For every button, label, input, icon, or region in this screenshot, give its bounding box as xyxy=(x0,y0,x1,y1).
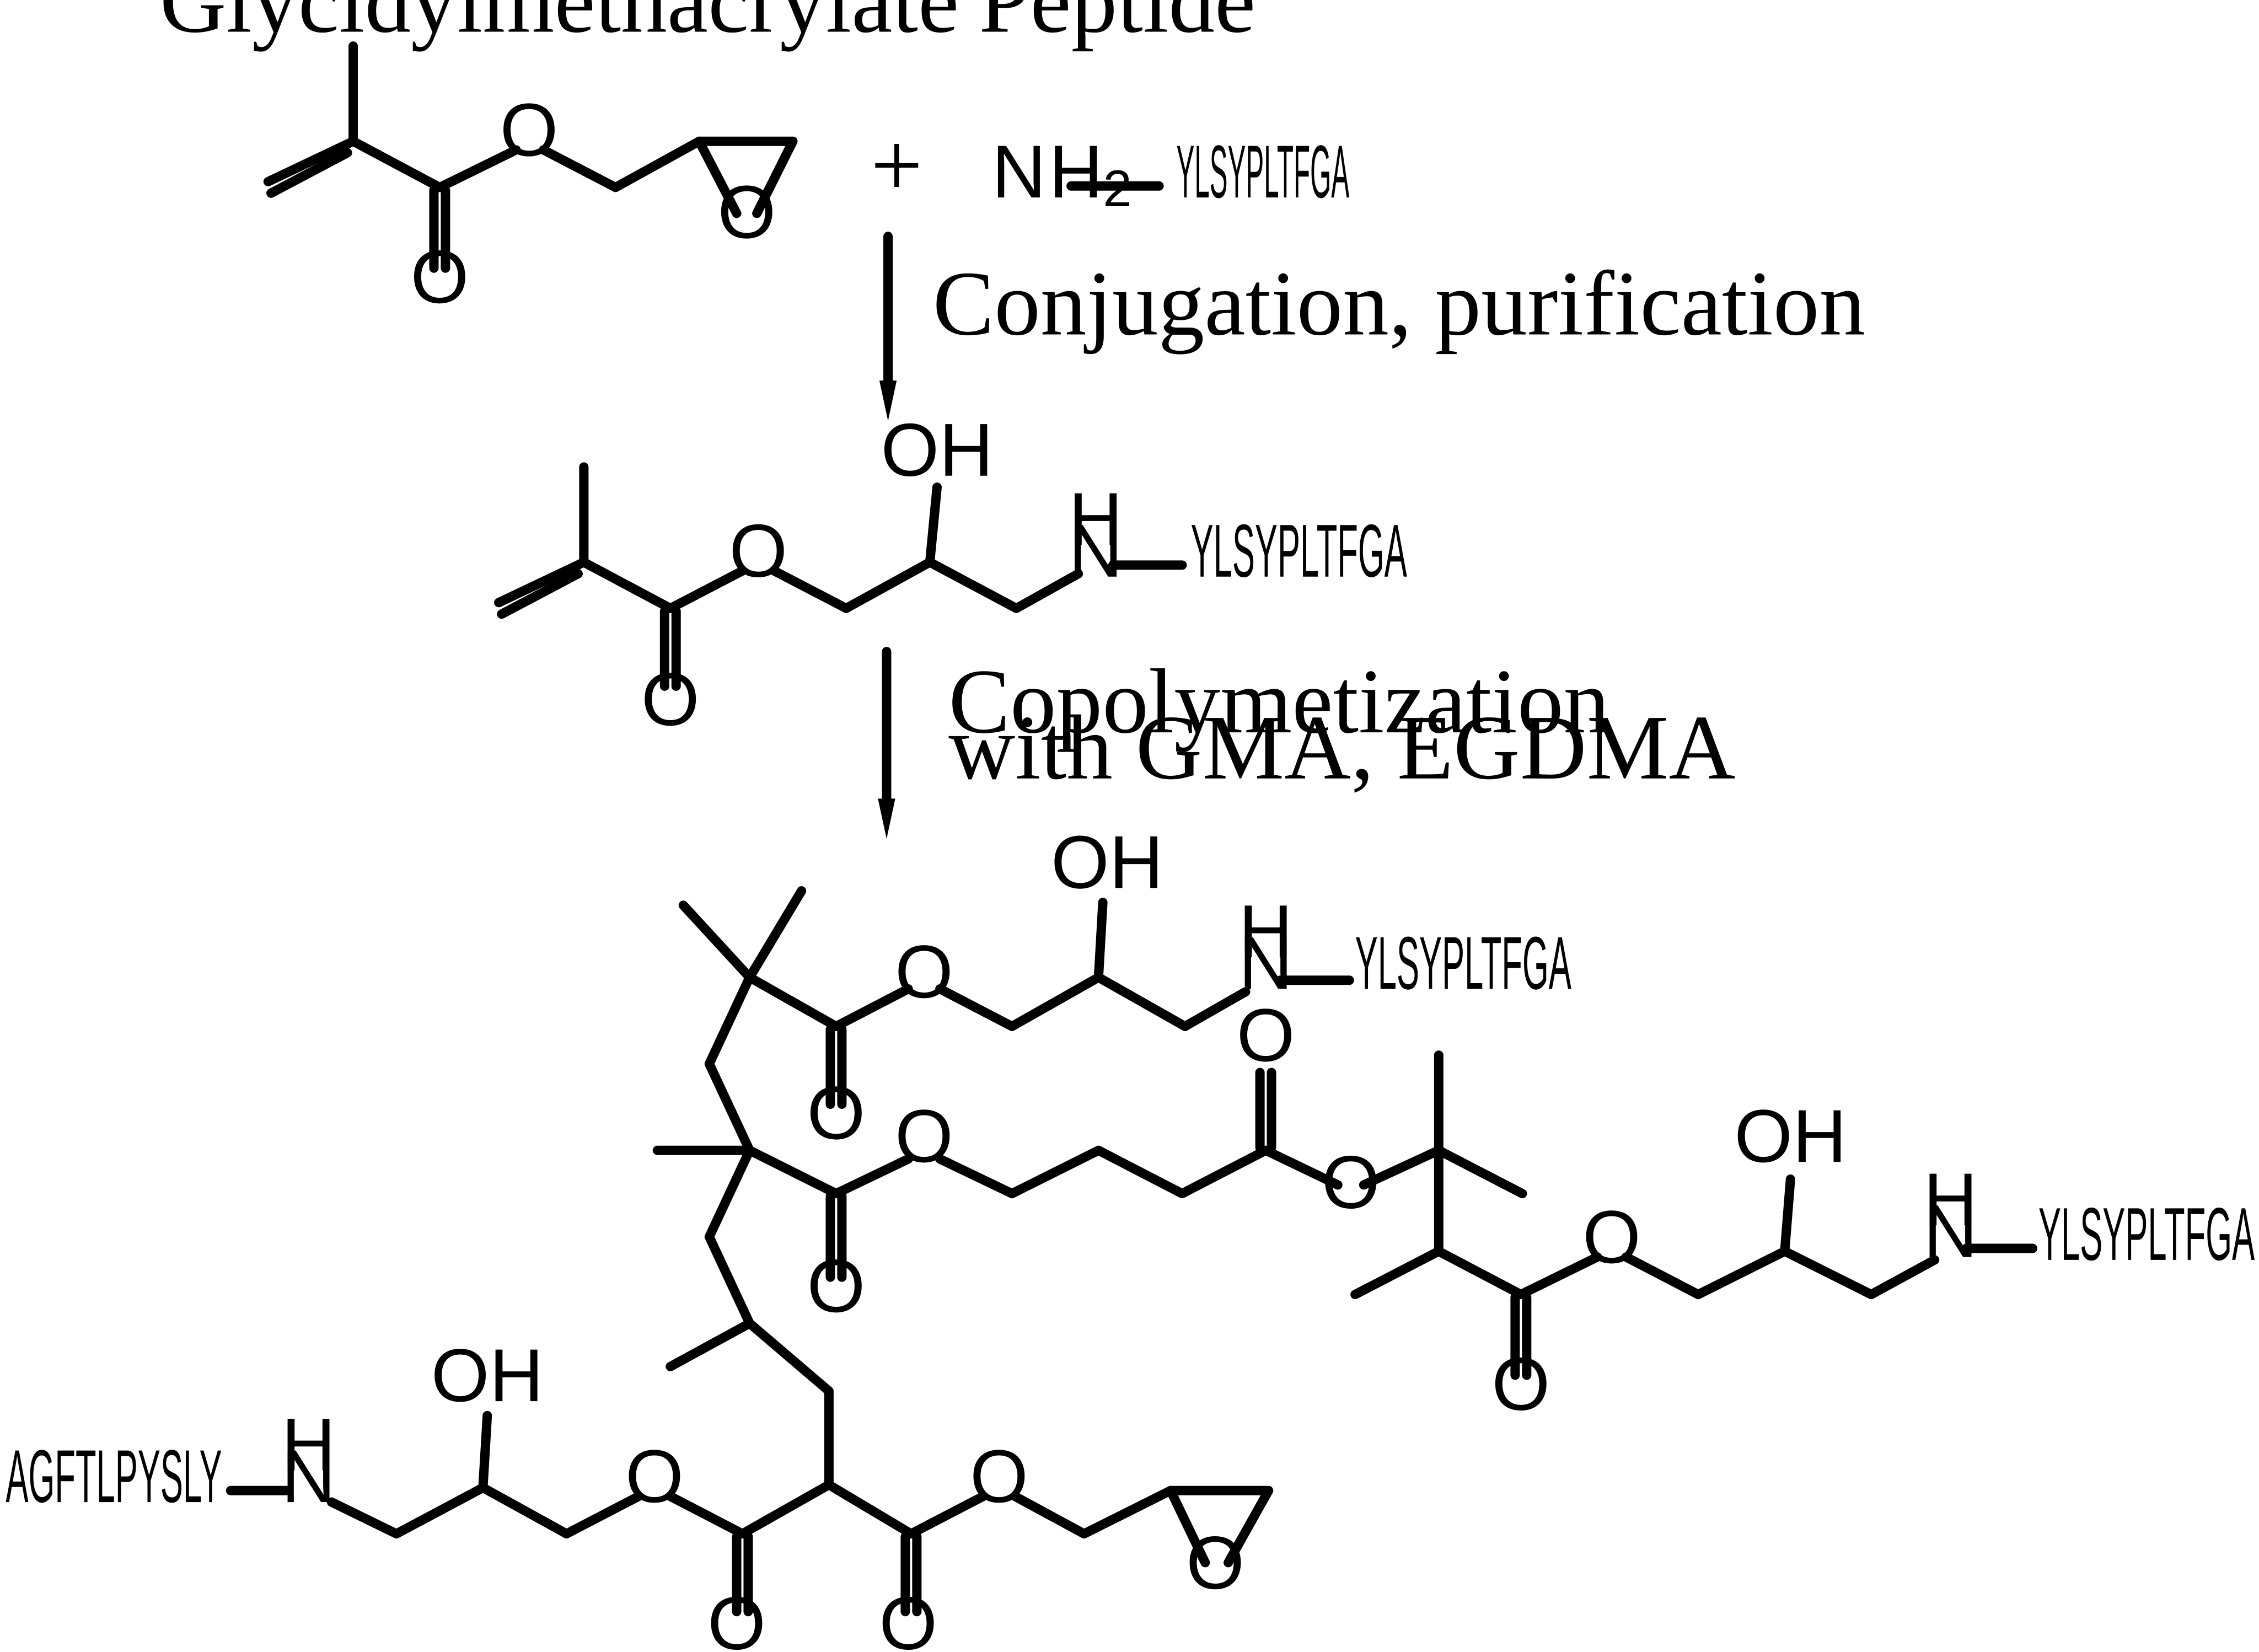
amine-h-label: H xyxy=(1069,477,1123,561)
oxygen-label: O xyxy=(1237,993,1295,1077)
amine-h-label: H xyxy=(1923,1157,1977,1241)
glycidyl-methacrylate-structure xyxy=(263,41,798,273)
amine-n-label: N xyxy=(1923,1189,1977,1273)
oxygen-label: O xyxy=(879,1581,937,1652)
epoxide-oxygen-label: O xyxy=(717,170,776,254)
reagent-glycidylmethacrylate-label: Glycidylmethacrylate xyxy=(160,0,959,52)
amine-n-label: N xyxy=(1238,921,1292,1005)
hydroxyl-label: OH xyxy=(1051,820,1163,904)
conjugated-monomer-structure xyxy=(494,462,1187,691)
oxygen-label: O xyxy=(807,1244,866,1328)
peptide-sequence-label: YLSYPLTFGA xyxy=(2038,1192,2255,1276)
oxygen-label: O xyxy=(895,1094,953,1178)
epoxide-oxygen-label: O xyxy=(1186,1521,1244,1605)
oxygen-label: O xyxy=(641,657,700,741)
hydroxyl-label: OH xyxy=(1734,1094,1847,1178)
oxygen-label: O xyxy=(707,1581,766,1652)
reaction-arrow-2 xyxy=(878,647,895,839)
oxygen-label: O xyxy=(807,1071,866,1155)
oxygen-label: O xyxy=(625,1434,684,1518)
copolymer-structure xyxy=(226,886,2038,1617)
peptide-sequence-label: YLSYPLTFGA xyxy=(1176,130,1349,213)
oxygen-label: O xyxy=(1491,1342,1550,1426)
oxygen-label: O xyxy=(500,88,559,171)
amine-h-label: H xyxy=(281,1403,335,1487)
reaction-arrow-1 xyxy=(879,232,897,421)
oxygen-label: O xyxy=(970,1434,1028,1518)
hydroxyl-label: OH xyxy=(881,408,993,492)
oxygen-label: O xyxy=(411,235,469,319)
amine-h-label: H xyxy=(1238,889,1292,973)
step-1-conditions: Conjugation, purification xyxy=(933,253,1866,355)
step-2-conditions-line-1: Copolymetization xyxy=(948,651,1609,753)
reverse-peptide-sequence-label: AGFTLPYSLY xyxy=(6,1434,222,1518)
oxygen-label: O xyxy=(729,509,787,593)
amine-n-label: N xyxy=(1069,509,1123,593)
reagent-peptide-label: Peptide xyxy=(979,0,1255,52)
oxygen-label: O xyxy=(1322,1140,1380,1224)
hydroxyl-label: OH xyxy=(431,1333,544,1417)
oxygen-label: O xyxy=(1582,1195,1641,1279)
amine-n-label: N xyxy=(281,1434,335,1518)
plus-sign: + xyxy=(871,115,922,217)
oxygen-label: O xyxy=(895,930,953,1013)
peptide-sequence-label: YLSYPLTFGA xyxy=(1355,921,1571,1005)
step-2-conditions-line-2: with GMA, EGDMA xyxy=(948,697,1735,799)
peptide-sequence-label: YLSYPLTFGA xyxy=(1191,509,1407,593)
